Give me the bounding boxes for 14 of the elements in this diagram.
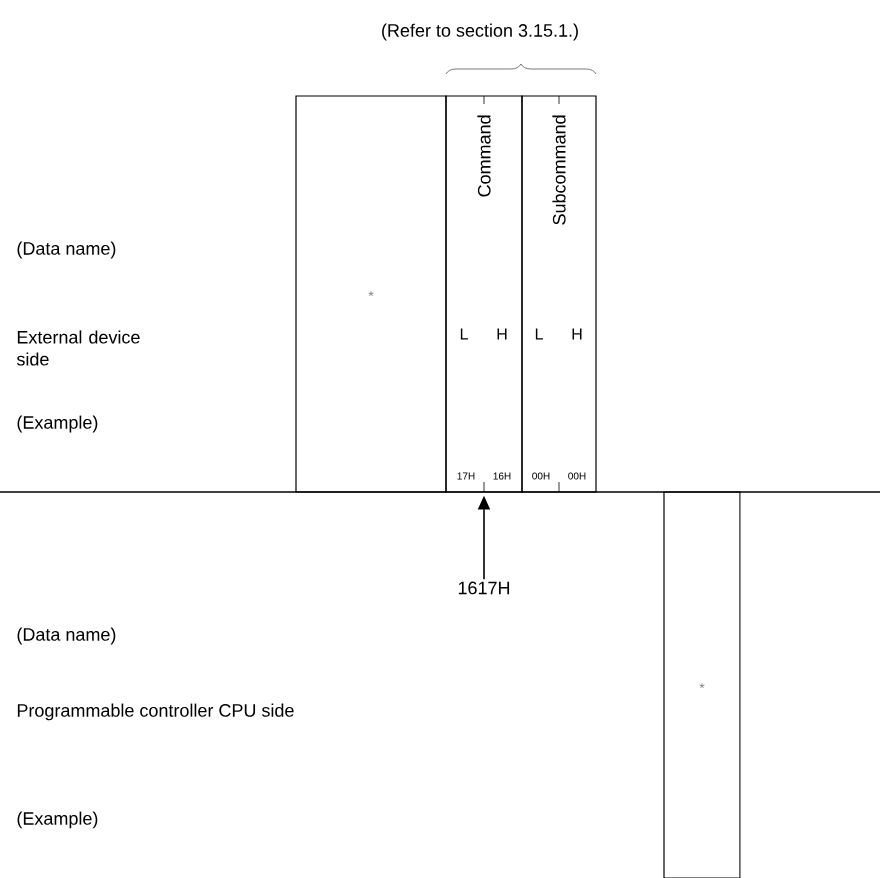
byte-order: L	[460, 328, 468, 340]
row-label: Programmable controller CPU side	[17, 703, 294, 721]
field-name: Command	[477, 115, 491, 197]
field-name: Subcommand	[552, 115, 566, 225]
row-label: (Data name)	[17, 241, 116, 259]
byte-order: L	[535, 328, 543, 340]
byte-order: H	[497, 328, 507, 340]
row-label: (Example)	[17, 415, 98, 433]
row-label: External device side	[16, 330, 140, 366]
row-label: (Data name)	[17, 627, 116, 645]
value-label: 1617H	[458, 581, 510, 595]
row-label: (Example)	[17, 811, 98, 829]
note: (Refer to section 3.15.1.)	[382, 23, 578, 41]
byte-order: H	[572, 328, 582, 340]
